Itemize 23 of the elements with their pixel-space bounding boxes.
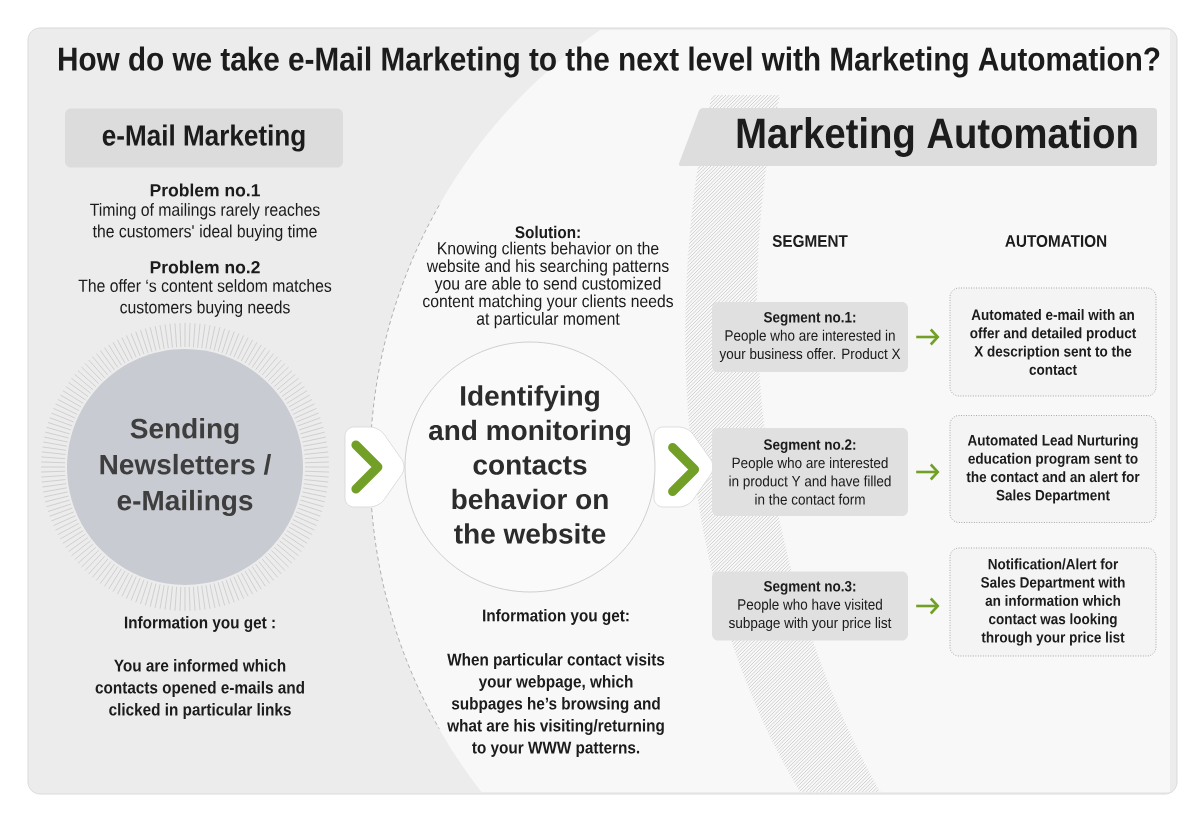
arrow xyxy=(916,328,940,346)
rounded-box: Segment no.3: People who have visited subpage with your price list xyxy=(712,571,908,641)
subheading: Information you get : xyxy=(124,616,275,632)
heading-box: e-Mail Marketing xyxy=(65,108,343,168)
body-text: You are informed which contacts opened e-mails and clicked in particular links xyxy=(95,659,304,719)
body-text: Knowing clients behavior on the website and his searching patterns you are able to send customized content matching your clients needs at particular moment xyxy=(423,241,674,329)
dotted-box: Automated e-mail with an offer and detailed product X description sent to the contact xyxy=(949,287,1157,397)
column-heading: SEGMENT xyxy=(772,235,848,247)
title: How do we take e-Mail Marketing to the next level with Marketing Automation? xyxy=(59,46,1160,78)
rounded-box: Segment no.2: People who are interested in product Y and have filled in the contact form xyxy=(712,428,908,516)
column-heading: AUTOMATION xyxy=(1005,235,1107,247)
dotted-box: Automated Lead Nurturing education program sent to the contact and an alert for Sales Department xyxy=(949,415,1157,523)
body-text: When particular contact visits your webpage, which subpages he’s browsing and what are his visiting/returning to your WWW patterns. xyxy=(447,653,665,757)
subheading: Problem no.2 xyxy=(150,260,260,274)
body-text: The offer ‘s content seldom matches customers buying needs xyxy=(78,279,332,317)
heading-band: Marketing Automation xyxy=(678,108,1157,166)
subheading: Solution: xyxy=(515,225,580,239)
arrow xyxy=(916,463,940,481)
arrow xyxy=(916,597,940,615)
dotted-box: Notification/Alert for Sales Department with an information which contact was looking through your price list xyxy=(949,547,1157,657)
rounded-box: Segment no.1: People who are interested in your business offer. Product X xyxy=(712,302,908,372)
body-text: Timing of mailings rarely reaches the customers' ideal buying time xyxy=(90,203,320,241)
subheading: Information you get: xyxy=(483,609,629,625)
